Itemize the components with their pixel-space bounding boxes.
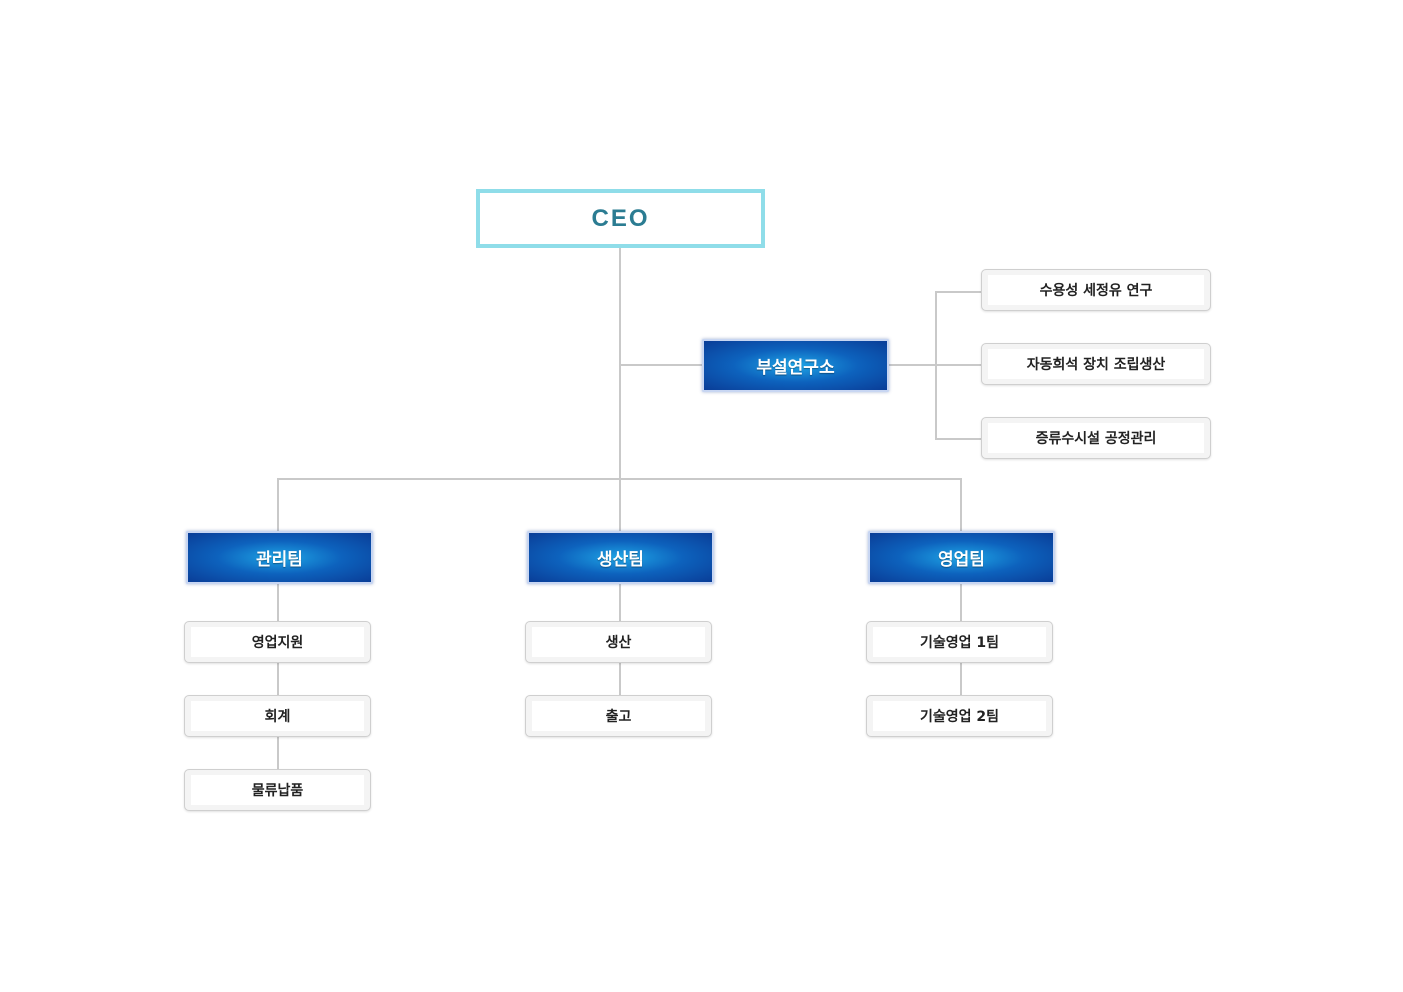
team-3-item-2-label: 기술영업 2팀 [919,709,999,725]
connector-lab-item-1 [935,291,982,293]
lab-item-3-label: 증류수시설 공정관리 [1035,431,1157,447]
connector-team-1-chain [277,580,279,770]
team-1-item-2: 회계 [184,695,371,737]
team-1-box: 관리팀 [186,531,373,584]
team-3-item-2: 기술영업 2팀 [866,695,1053,737]
connector-team-3-drop [960,478,962,532]
team-3-label: 영업팀 [938,550,985,570]
connector-team-1-drop [277,478,279,532]
team-1-item-1: 영업지원 [184,621,371,663]
team-1-item-3: 물류납품 [184,769,371,811]
ceo-label: CEO [591,204,650,232]
team-1-item-3-label: 물류납품 [251,783,304,799]
connector-lab-out [887,364,936,366]
team-2-label: 생산팀 [597,550,644,570]
lab-item-2: 자동희석 장치 조립생산 [981,343,1211,385]
ceo-box: CEO [476,189,765,248]
team-2-box: 생산팀 [527,531,714,584]
lab-label: 부설연구소 [756,358,835,378]
team-1-label: 관리팀 [256,550,303,570]
lab-item-3: 증류수시설 공정관리 [981,417,1211,459]
lab-box: 부설연구소 [702,339,889,392]
connector-lab-item-3 [935,438,982,440]
team-2-item-1: 생산 [525,621,712,663]
connector-lab-item-2 [935,364,982,366]
lab-item-1-label: 수용성 세정유 연구 [1039,283,1153,299]
team-3-box: 영업팀 [868,531,1055,584]
team-1-item-1-label: 영업지원 [251,635,304,651]
connector-ceo-trunk [619,244,621,480]
team-2-item-2-label: 출고 [605,709,632,725]
connector-lab-branch [620,364,702,366]
team-3-item-1: 기술영업 1팀 [866,621,1053,663]
connector-team-2-drop [619,478,621,532]
lab-item-2-label: 자동희석 장치 조립생산 [1026,357,1166,373]
team-1-item-2-label: 회계 [264,709,291,725]
team-2-item-2: 출고 [525,695,712,737]
team-2-item-1-label: 생산 [605,635,632,651]
team-3-item-1-label: 기술영업 1팀 [919,635,999,651]
lab-item-1: 수용성 세정유 연구 [981,269,1211,311]
